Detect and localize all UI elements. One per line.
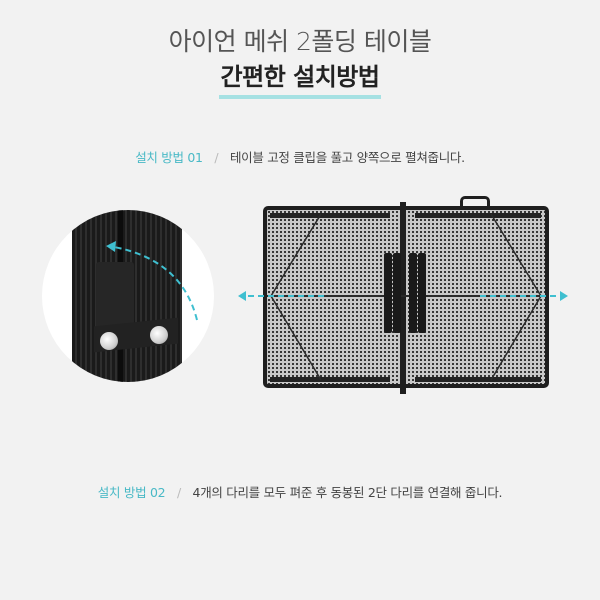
step-2-separator: / bbox=[176, 485, 181, 500]
bolt-icon bbox=[150, 326, 168, 344]
table-top-rail bbox=[415, 213, 541, 218]
arrow-right-dash bbox=[480, 295, 558, 297]
folded-table-image bbox=[263, 206, 549, 388]
table-hinge bbox=[400, 202, 406, 394]
subtitle-wrap: 간편한 설치방법 bbox=[0, 57, 600, 99]
step-1-caption: 설치 방법 01 / 테이블 고정 클립을 풀고 양쪽으로 펼쳐줍니다. bbox=[0, 147, 600, 166]
step-1-text: 테이블 고정 클립을 풀고 양쪽으로 펼쳐줍니다. bbox=[229, 150, 465, 165]
folded-leg bbox=[384, 253, 392, 333]
table-handle bbox=[460, 196, 490, 208]
clip-closeup-image bbox=[42, 210, 214, 382]
step-1-label: 설치 방법 01 bbox=[135, 150, 203, 165]
page-subtitle: 간편한 설치방법 bbox=[218, 57, 382, 99]
page-title: 아이언 메쉬 2폴딩 테이블 bbox=[168, 27, 432, 56]
table-braces bbox=[270, 213, 542, 381]
subtitle-underline bbox=[218, 95, 382, 99]
bolt-icon bbox=[100, 332, 118, 350]
step-1-separator: / bbox=[214, 150, 219, 165]
curved-arrow-icon bbox=[106, 241, 198, 321]
step-2-text: 4개의 다리를 모두 펴준 후 동봉된 2단 다리를 연결해 줍니다. bbox=[192, 485, 503, 500]
table-mid-bar bbox=[267, 295, 545, 297]
step-2-caption: 설치 방법 02 / 4개의 다리를 모두 펴준 후 동봉된 2단 다리를 연결… bbox=[0, 482, 600, 501]
folded-leg bbox=[418, 253, 426, 333]
arrow-left-dash bbox=[248, 295, 328, 297]
folded-leg bbox=[409, 253, 417, 333]
arrow-left-icon bbox=[238, 291, 246, 301]
arrow-right-icon bbox=[560, 291, 568, 301]
table-bottom-rail bbox=[415, 377, 541, 382]
table-bottom-rail bbox=[270, 377, 390, 382]
step-2-label: 설치 방법 02 bbox=[97, 485, 166, 500]
folded-leg bbox=[393, 253, 401, 333]
subtitle-text: 간편한 설치방법 bbox=[220, 63, 380, 91]
table-top-rail bbox=[270, 213, 390, 218]
clip-hook bbox=[96, 262, 134, 332]
